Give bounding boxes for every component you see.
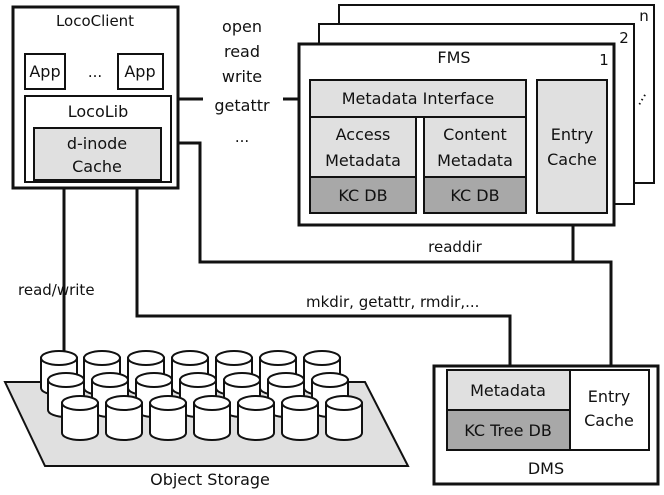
op-more: ... [235,128,249,146]
dms: Metadata KC Tree DB Entry Cache DMS [432,364,660,486]
content-metadata-line1: Content [443,125,507,144]
content-metadata-line2: Metadata [437,151,513,170]
dinode-cache-box [33,127,162,181]
op-write: write [222,67,262,86]
loco-client: LocoClient App ... App LocoLib d-inode C… [11,5,180,190]
app-box-right [117,53,164,90]
content-metadata-box [423,116,527,178]
readdir-label: readdir [428,238,482,256]
storage-cylinders [40,350,363,441]
dms-entry-cache-line2: Cache [584,411,634,430]
storage-cylinder [61,395,99,441]
storage-cylinder [281,395,319,441]
op-open: open [222,17,262,36]
fms-back-label-2: 2 [619,29,629,47]
connection-lines [62,97,613,382]
dms-metadata-label: Metadata [470,381,546,400]
op-read: read [224,42,260,61]
access-metadata-box [309,116,417,178]
dms-entry-cache-box [569,369,650,451]
fms-back-label-n: n [639,7,649,25]
object-storage-label: Object Storage [150,470,270,489]
dms-entry-cache-line1: Entry [588,387,631,406]
object-storage: Object Storage [3,350,410,489]
storage-cylinder [325,395,363,441]
line-readdir-to-dms [573,260,613,370]
kcdb-box-right [423,176,527,214]
app-ellipsis: ... [88,63,102,81]
storage-cylinder [237,395,275,441]
kcdb-label-right: KC DB [450,186,499,205]
metadata-interface-label: Metadata Interface [342,89,494,108]
fms-entry-cache-line2: Cache [547,150,597,169]
op-labels: open read write getattr ... [203,14,283,154]
storage-cylinder [193,395,231,441]
dinode-cache-line2: Cache [72,157,122,176]
fms-entry-cache-line1: Entry [551,125,594,144]
kcdb-box-left [309,176,417,214]
fms-entry-cache-box [536,79,608,214]
metadata-interface-box [309,79,527,118]
app-label-left: App [29,62,60,81]
fms-title: FMS [437,48,470,67]
line-readdir [171,141,575,264]
line-dir-ops [135,187,512,370]
kc-tree-db-label: KC Tree DB [464,421,552,440]
dinode-cache-line1: d-inode [67,134,127,153]
app-label-right: App [124,62,155,81]
app-box-left [24,53,66,90]
access-metadata-line2: Metadata [325,151,401,170]
fms-index: 1 [599,51,609,69]
kcdb-label-left: KC DB [338,186,387,205]
dir-ops-label: mkdir, getattr, rmdir,... [306,293,479,311]
storage-cylinder [149,395,187,441]
read-write-label: read/write [18,281,95,299]
loco-client-title: LocoClient [56,12,134,30]
op-getattr: getattr [214,96,270,115]
loco-lib-title: LocoLib [68,102,129,121]
op-label-bg [203,14,283,154]
dms-title: DMS [528,459,564,478]
access-metadata-line1: Access [336,125,391,144]
storage-cylinder [105,395,143,441]
fms-stack: n 2 ... FMS 1 Metadata Interface Access … [297,4,655,227]
kc-tree-db-box [446,409,571,451]
